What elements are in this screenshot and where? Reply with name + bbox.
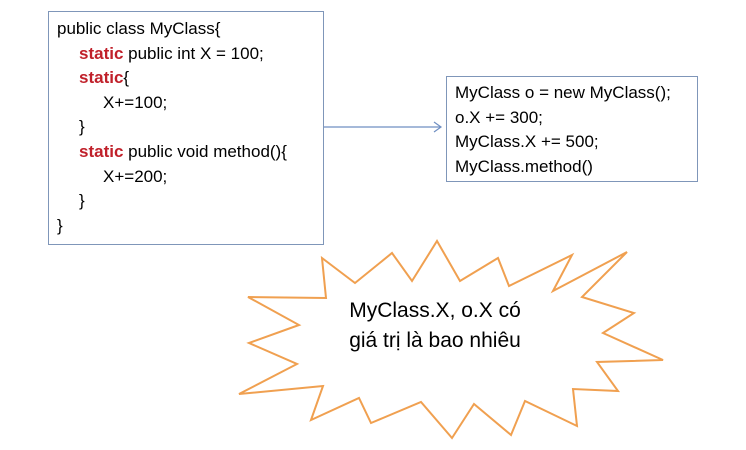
code-line: } [57, 189, 323, 214]
usage-code-box: MyClass o = new MyClass(); o.X += 300; M… [446, 76, 698, 182]
code-keyword: static [79, 68, 124, 88]
code-keyword: static [79, 43, 124, 63]
code-line: X+=100; [57, 91, 323, 116]
code-line: static{ [57, 66, 323, 91]
arrow-head [433, 121, 443, 133]
class-code-box: public class MyClass{ static public int … [48, 11, 324, 245]
code-line: public class MyClass{ [57, 17, 323, 42]
code-text: { [123, 68, 130, 88]
usage-line: MyClass.method() [455, 156, 593, 176]
starburst-outline [238, 239, 664, 440]
code-text: public void method(){ [123, 141, 287, 161]
usage-line: MyClass o = new MyClass(); [455, 83, 671, 102]
usage-line: MyClass.X += 500; [455, 132, 599, 152]
code-line: } [57, 214, 323, 239]
code-keyword: static [79, 141, 124, 161]
usage-line: o.X += 300; [455, 107, 543, 127]
question-line-1: MyClass.X, o.X có [349, 299, 521, 322]
code-text: } [57, 215, 63, 235]
code-line: } [57, 115, 323, 140]
code-line: static public int X = 100; [57, 42, 323, 67]
code-text: public class MyClass{ [57, 19, 221, 38]
code-text: X+=100; [103, 92, 168, 112]
code-line: static public void method(){ [57, 140, 323, 165]
code-text: public int X = 100; [123, 43, 264, 63]
question-text: MyClass.X, o.X có giá trị là bao nhiêu [330, 296, 540, 356]
question-line-2: giá trị là bao nhiêu [349, 329, 521, 352]
code-text: } [79, 117, 85, 137]
code-line: X+=200; [57, 165, 323, 190]
code-text: X+=200; [103, 166, 168, 186]
code-text: } [79, 191, 85, 211]
